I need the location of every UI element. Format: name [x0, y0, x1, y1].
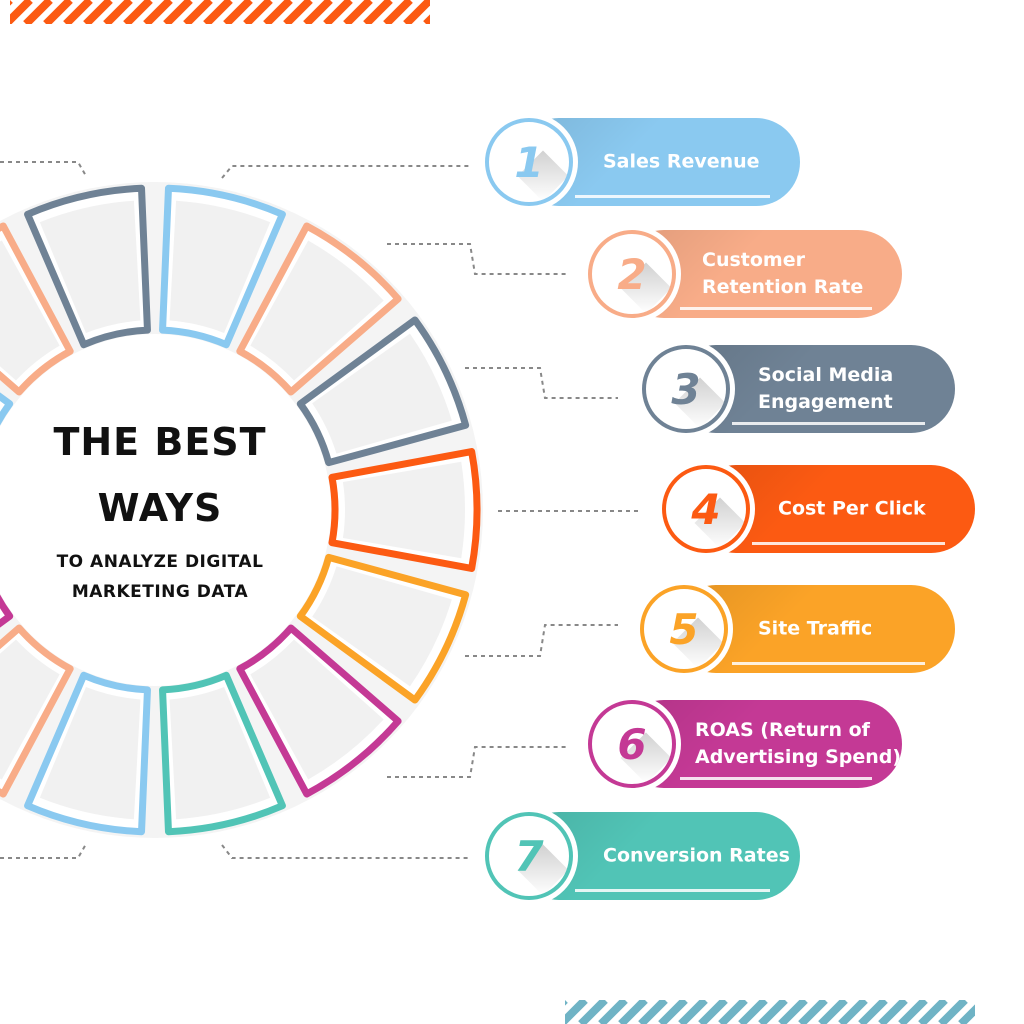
bottom-stripes	[565, 1000, 975, 1024]
item-3-number-badge: 3	[642, 345, 730, 433]
title-line-1: THE BEST	[53, 420, 267, 464]
item-number: 7	[514, 831, 544, 881]
item-label-line: Site Traffic	[758, 617, 873, 640]
item-2-number-badge: 2	[588, 230, 676, 318]
subtitle-line-2: MARKETING DATA	[71, 582, 249, 602]
connector-2	[387, 243, 566, 275]
item-5-label: Site Traffic	[758, 616, 872, 643]
item-label-line: Social Media	[758, 364, 894, 386]
ring-segment-inner	[169, 687, 271, 820]
item-7-number-badge: 7	[485, 812, 573, 900]
connectors	[0, 161, 640, 859]
connector-left-top	[0, 161, 87, 177]
ring-segment	[0, 594, 14, 628]
item-number: 2	[617, 249, 647, 299]
item-1-label: Sales Revenue	[603, 149, 760, 176]
ring-segment	[0, 392, 14, 426]
pill-underline	[732, 662, 925, 665]
ring-segment-inner	[312, 566, 452, 687]
item-number: 6	[617, 719, 647, 769]
item-5-pill: Site Traffic	[672, 585, 955, 673]
ring-segment-inner	[0, 240, 60, 381]
item-number: 4	[691, 484, 721, 534]
item-5-number-badge: 5	[640, 585, 728, 673]
item-label-line: Advertising Spend)	[695, 746, 902, 768]
ring-segment-inner	[312, 333, 452, 454]
item-1-number-badge: 1	[485, 118, 573, 206]
item-number: 1	[514, 137, 544, 187]
pill-underline	[752, 542, 945, 545]
connector-1	[221, 165, 470, 179]
top-stripes	[10, 0, 430, 24]
item-label-line: Retention Rate	[702, 276, 864, 298]
item-label-line: ROAS (Return of	[695, 719, 870, 741]
ring-segment-inner	[250, 639, 384, 780]
item-4-label: Cost Per Click	[778, 496, 926, 523]
ring-segment-inner	[169, 200, 271, 333]
pill-underline	[575, 889, 770, 892]
item-6-number-badge: 6	[588, 700, 676, 788]
connector-5	[465, 624, 618, 657]
item-7-label: Conversion Rates	[603, 843, 790, 870]
connector-6	[387, 746, 566, 778]
item-number: 3	[671, 364, 701, 414]
item-label-line: Customer	[702, 249, 805, 271]
connector-3	[465, 367, 618, 399]
ring-center	[0, 334, 331, 686]
subtitle-line-1: TO ANALYZE DIGITAL	[56, 552, 264, 572]
title-line-2: WAYS	[97, 486, 223, 530]
item-label-line: Engagement	[758, 391, 893, 413]
ring-segment-inner	[0, 639, 60, 780]
pill-underline	[680, 777, 872, 780]
item-label-line: Sales Revenue	[603, 150, 760, 173]
connector-left-bottom	[0, 843, 87, 859]
ring-segment-inner	[250, 240, 384, 381]
pill-underline	[680, 307, 872, 310]
ring-segment-inner	[39, 200, 141, 333]
pill-underline	[732, 422, 925, 425]
pill-underline	[575, 195, 770, 198]
item-4-number-badge: 4	[662, 465, 750, 553]
ring-segment-inner	[342, 461, 465, 559]
item-label-line: Cost Per Click	[778, 497, 926, 520]
item-label-line: Conversion Rates	[603, 844, 790, 867]
item-number: 5	[669, 604, 699, 654]
ring	[0, 182, 483, 838]
connector-7	[221, 844, 470, 859]
ring-segment-inner	[39, 687, 141, 820]
item-6-label: ROAS (Return of Advertising Spend)	[695, 717, 901, 771]
